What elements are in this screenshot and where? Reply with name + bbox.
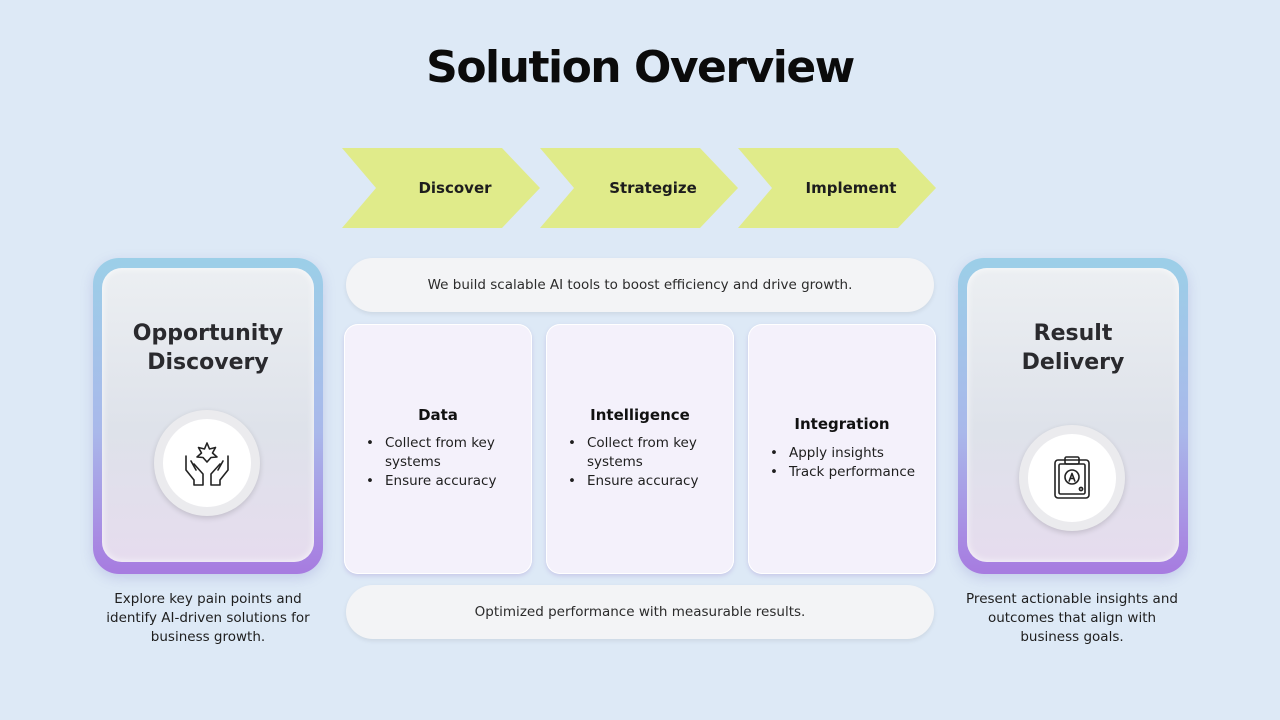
opportunity-discovery-card: Opportunity Discovery [93,258,323,574]
desc-line: business growth. [150,629,266,645]
step-label: Implement [805,179,897,197]
icon-badge [154,410,260,516]
card-title-line1: Opportunity [132,321,284,346]
bullet-text: systems [385,454,441,470]
card-title-line2: Discovery [147,350,269,375]
bullet-list: Apply insights Track performance [770,444,922,482]
bullet-item: Apply insights [770,444,922,463]
clipboard-icon [1028,434,1116,522]
bottom-banner: Optimized performance with measurable re… [346,585,934,639]
opportunity-description: Explore key pain points and identify AI-… [88,590,328,647]
hands-star-icon [163,419,251,507]
desc-line: business goals. [1020,629,1124,645]
card-integration: Integration Apply insights Track perform… [748,324,936,574]
step-strategize: Strategize [540,148,738,228]
top-banner: We build scalable AI tools to boost effi… [346,258,934,312]
card-title: Intelligence [590,406,690,424]
icon-badge [1019,425,1125,531]
card-inner: Opportunity Discovery [102,268,314,562]
desc-line: Explore key pain points and [114,591,302,607]
bullet-text: systems [587,454,643,470]
card-data: Data Collect from key systems Ensure acc… [344,324,532,574]
step-label: Discover [418,179,492,197]
card-inner: Result Delivery [967,268,1179,562]
result-description: Present actionable insights and outcomes… [952,590,1192,647]
card-title: Data [418,406,458,424]
bullet-text: Collect from key [385,435,495,451]
step-discover: Discover [342,148,540,228]
result-delivery-card: Result Delivery [958,258,1188,574]
page-title: Solution Overview [426,42,855,93]
bullet-item: Ensure accuracy [366,472,518,491]
chevron-shape [342,148,540,228]
step-implement: Implement [738,148,936,228]
desc-line: identify AI-driven solutions for [106,610,310,626]
bullet-item: Ensure accuracy [568,472,720,491]
card-title-line1: Result [1033,321,1113,346]
desc-line: Present actionable insights and [966,591,1178,607]
bullet-text: Collect from key [587,435,697,451]
bullet-list: Collect from key systems Ensure accuracy [568,434,720,491]
desc-line: outcomes that align with [987,610,1157,626]
bullet-item: Collect from key systems [366,434,518,472]
bullet-item: Collect from key systems [568,434,720,472]
step-label: Strategize [609,179,697,197]
chevron-shape [738,148,936,228]
chevron-shape [540,148,738,228]
bullet-item: Track performance [770,463,922,482]
card-title-line2: Delivery [1021,350,1125,375]
card-title: Integration [794,415,890,433]
bullet-list: Collect from key systems Ensure accuracy [366,434,518,491]
card-intelligence: Intelligence Collect from key systems En… [546,324,734,574]
